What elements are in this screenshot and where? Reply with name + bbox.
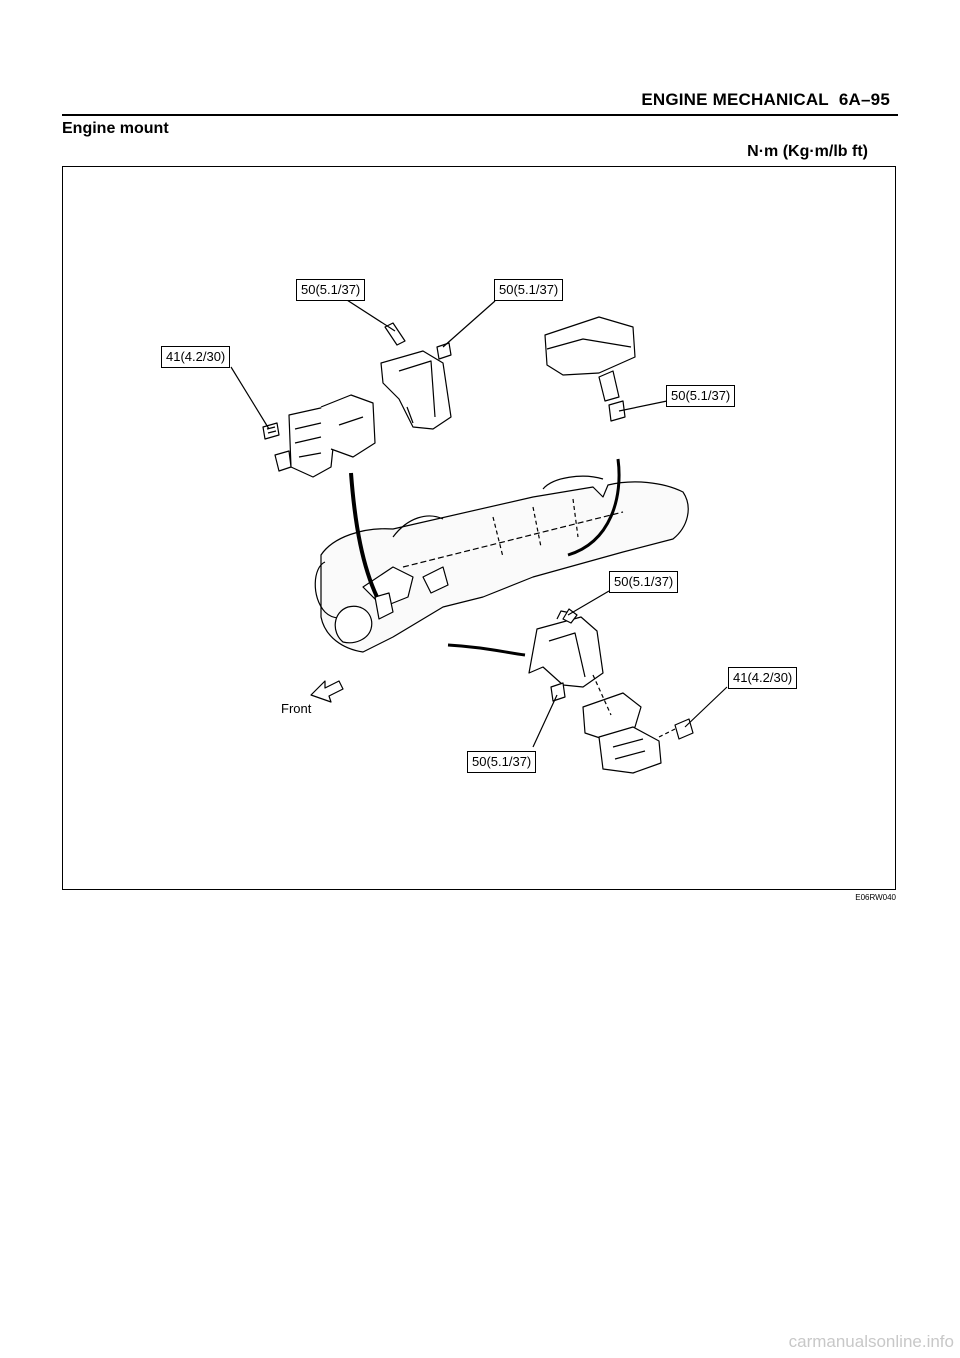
torque-callout: 50(5.1/37) (494, 279, 564, 301)
torque-callout: 50(5.1/37) (666, 385, 736, 407)
torque-units: N·m (Kg·m/lb ft) (747, 143, 868, 160)
header-page-number: 6A–95 (838, 90, 890, 109)
header-text: ENGINE MECHANICAL 6A–95 (641, 90, 890, 110)
header-section: ENGINE MECHANICAL (641, 90, 829, 109)
figure-code: E06RW040 (855, 893, 896, 902)
torque-callout: 41(4.2/30) (161, 346, 231, 368)
front-label: Front (281, 701, 312, 716)
torque-callout: 50(5.1/37) (467, 751, 537, 773)
engine-mount-figure: 50(5.1/37) 50(5.1/37) 41(4.2/30) 50(5.1/… (62, 166, 896, 890)
torque-callout: 41(4.2/30) (728, 667, 798, 689)
engine-mount-diagram (230, 290, 728, 774)
torque-callout: 50(5.1/37) (609, 571, 679, 593)
torque-callout: 50(5.1/37) (296, 279, 366, 301)
page-header: ENGINE MECHANICAL 6A–95 (62, 90, 898, 116)
section-title: Engine mount (62, 120, 169, 137)
footer-watermark: carmanualsonline.info (788, 1332, 954, 1351)
